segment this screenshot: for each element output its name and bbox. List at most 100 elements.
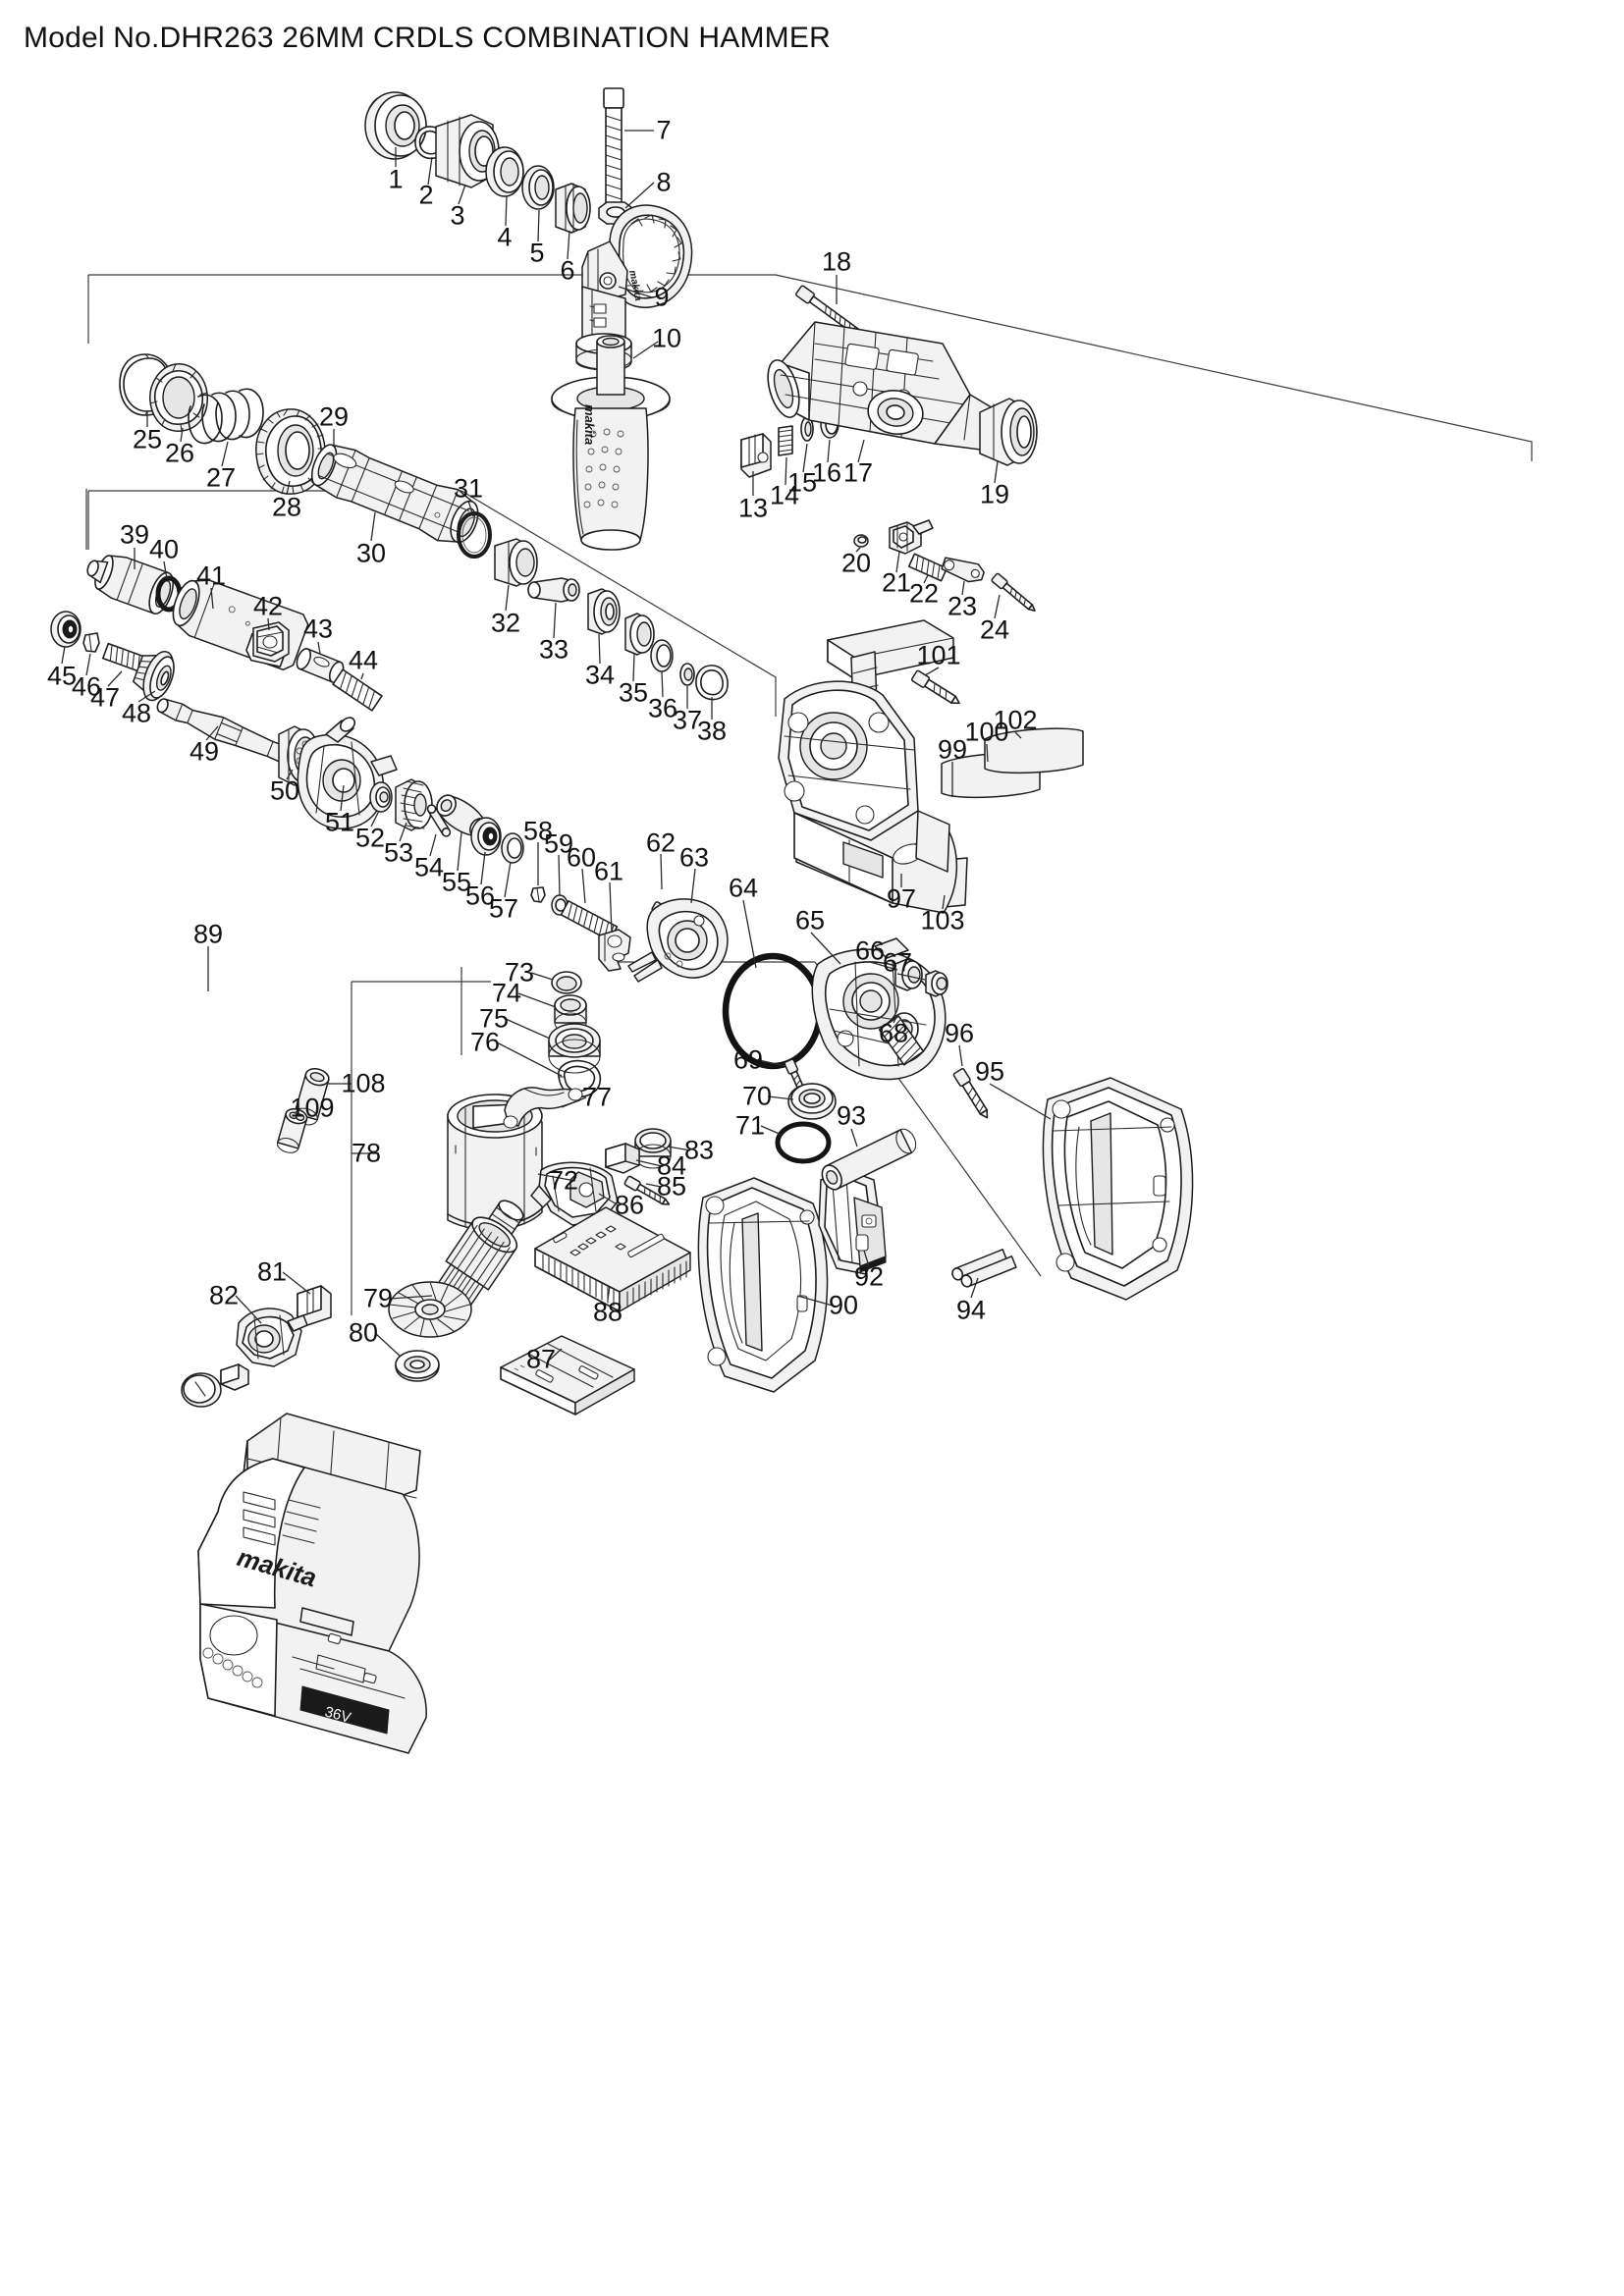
callout-3: 3 (450, 200, 465, 231)
part-63-clutch-housing (628, 899, 728, 982)
callout-38: 38 (696, 716, 728, 746)
callout-49: 49 (189, 736, 220, 767)
callout-82: 82 (208, 1280, 240, 1310)
callout-4: 4 (497, 222, 513, 252)
part-79-fan (389, 1282, 471, 1337)
callout-66: 66 (854, 935, 886, 966)
callout-22: 22 (908, 578, 940, 609)
callout-54: 54 (413, 852, 445, 882)
part-41-cylinder (165, 572, 310, 674)
part-74-sleeve (555, 995, 586, 1033)
part-28-collar (256, 409, 325, 494)
callout-51: 51 (324, 807, 355, 837)
callout-5: 5 (529, 238, 545, 268)
part-3-chuck-sleeve (436, 115, 499, 187)
callout-77: 77 (581, 1082, 613, 1112)
callout-50: 50 (269, 775, 300, 806)
callout-62: 62 (645, 828, 677, 858)
part-8-nut (599, 202, 632, 224)
callout-24: 24 (979, 614, 1010, 645)
callout-64: 64 (728, 873, 759, 903)
callout-67: 67 (882, 947, 913, 978)
callout-89: 89 (192, 919, 224, 949)
callout-19: 19 (979, 479, 1010, 509)
part-56-bearing (471, 818, 501, 855)
callout-43: 43 (302, 614, 334, 644)
part-79-armature (409, 1191, 536, 1344)
callout-42: 42 (252, 591, 284, 621)
part-75-bearing (549, 1024, 600, 1073)
part-62-screw (651, 901, 701, 935)
callout-14: 14 (769, 480, 800, 510)
part-13-brush-holder (741, 434, 771, 477)
callout-70: 70 (741, 1081, 773, 1111)
callout-69: 69 (732, 1044, 764, 1075)
part-101-screw-art (911, 670, 962, 709)
part-77-fork (504, 1088, 582, 1128)
part-17-crank-housing (762, 322, 1000, 452)
part-4-washer (486, 147, 523, 196)
callout-6: 6 (560, 255, 575, 286)
part-72-motor-can (448, 1095, 542, 1230)
callout-41: 41 (195, 561, 227, 591)
callout-30: 30 (355, 538, 387, 568)
callout-31: 31 (453, 473, 484, 504)
callout-87: 87 (525, 1344, 557, 1374)
part-42-clutch-block (253, 622, 289, 662)
callout-17: 17 (842, 457, 874, 488)
callout-2: 2 (418, 180, 434, 210)
callout-75: 75 (478, 1003, 510, 1034)
part-15-ring (801, 417, 813, 441)
part-29-steel-ball (327, 447, 341, 460)
part-89-motor-housing: makita 36V (198, 1414, 426, 1753)
part-45-bearing (51, 612, 81, 647)
callout-60: 60 (566, 842, 597, 873)
callout-88: 88 (592, 1297, 623, 1327)
part-32-sleeve (495, 539, 537, 586)
callout-63: 63 (678, 842, 710, 873)
part-70-oil-seal (788, 1084, 836, 1119)
callout-61: 61 (593, 856, 624, 886)
callout-10: 10 (651, 323, 682, 353)
part-87-controller-board (501, 1336, 634, 1415)
svg-text:makita: makita (626, 269, 643, 302)
part-71-o-ring (778, 1124, 829, 1161)
part-38-snap-ring (695, 665, 729, 701)
callout-39: 39 (119, 519, 150, 550)
callout-72: 72 (548, 1165, 579, 1196)
callout-8: 8 (656, 167, 672, 197)
callout-46: 46 (71, 671, 102, 702)
callout-57: 57 (488, 893, 519, 924)
part-46-clip (83, 633, 99, 652)
callout-9: 9 (654, 282, 670, 312)
part-43-pin (295, 647, 347, 684)
part-95-handle-right (1043, 1078, 1192, 1300)
callout-26: 26 (164, 438, 195, 468)
part-81-brush-cap (298, 1286, 331, 1325)
callout-109: 109 (290, 1093, 335, 1123)
part-90-handle-left (698, 1178, 827, 1392)
callout-86: 86 (614, 1190, 645, 1220)
callout-93: 93 (836, 1100, 867, 1131)
callout-13: 13 (737, 493, 769, 523)
part-34-bearing (588, 589, 620, 634)
part-60-spring (562, 901, 618, 940)
part-44-spring (333, 669, 382, 711)
part-58-clip (531, 887, 545, 902)
part-26-ring-nut (150, 364, 207, 431)
part-92-switch (819, 1170, 886, 1274)
callout-102: 102 (993, 705, 1038, 735)
part-61-clutch-lever (599, 930, 630, 971)
callout-59: 59 (543, 828, 574, 859)
part-67-bushing (926, 971, 947, 996)
callout-85: 85 (656, 1171, 687, 1201)
part-35-bearing (625, 614, 654, 655)
part-24-screw (991, 573, 1038, 614)
part-49-crank-shaft (154, 693, 314, 775)
part-82-terminal (221, 1364, 248, 1390)
callout-48: 48 (121, 698, 152, 728)
part-20-pin (854, 535, 868, 547)
part-36-washer (651, 640, 673, 671)
svg-text:makita: makita (234, 1542, 319, 1593)
